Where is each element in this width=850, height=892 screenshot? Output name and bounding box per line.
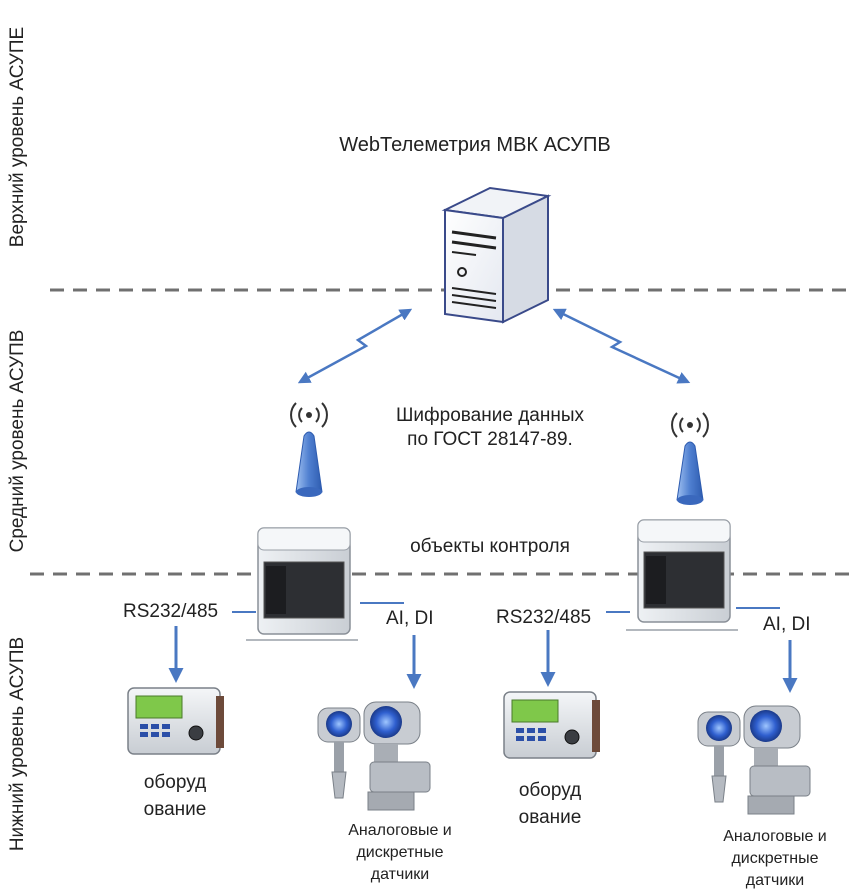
left-link-arrow: [297, 308, 413, 384]
left-equipment-label: оборуд ование: [120, 769, 230, 823]
left-antenna-icon: [290, 402, 328, 497]
encryption-note-line1: Шифрование данных: [396, 405, 584, 426]
left-signal-label: AI, DI: [386, 608, 434, 629]
right-link-arrow: [552, 308, 691, 384]
right-sensors-label-line3: датчики: [745, 872, 805, 889]
right-equipment-label-line1: оборуд: [518, 780, 582, 801]
left-sensors-label-line3: датчики: [370, 866, 430, 883]
right-equipment-label: оборуд ование: [495, 777, 605, 831]
right-sensors-label: Аналоговые и дискретные датчики: [700, 826, 850, 892]
right-sensors-icon: [697, 705, 811, 815]
server-title: WebТелеметрия МВК АСУПВ: [339, 134, 611, 156]
objects-label: объекты контроля: [410, 536, 570, 557]
right-sensors-label-line1: Аналоговые и: [723, 828, 827, 845]
right-equipment-label-line2: ование: [518, 807, 582, 828]
left-control-cabinet-icon: [246, 527, 358, 641]
left-sensors-label: Аналоговые и дискретные датчики: [325, 820, 475, 886]
left-sensors-icon: [317, 701, 431, 811]
left-equipment-label-line1: оборуд: [143, 772, 207, 793]
left-sensors-label-line2: дискретные: [356, 844, 444, 861]
right-sensors-label-line2: дискретные: [731, 850, 819, 867]
level-label-bottom: Нижний уровень АСУПВ: [7, 636, 28, 852]
level-label-middle: Средний уровень АСУПВ: [7, 329, 28, 553]
right-interface-label: RS232/485: [496, 607, 592, 628]
right-equipment-device-icon: [503, 691, 600, 759]
right-control-cabinet-icon: [626, 519, 738, 631]
level-label-top: Верхний уровень АСУПЕ: [7, 26, 28, 248]
encryption-note-line2: по ГОСТ 28147-89.: [407, 429, 573, 450]
left-sensors-label-line1: Аналоговые и: [348, 822, 452, 839]
encryption-note: Шифрование данных по ГОСТ 28147-89.: [370, 404, 610, 452]
right-antenna-icon: [671, 412, 709, 505]
right-signal-label: AI, DI: [763, 614, 811, 635]
server-icon: [441, 186, 552, 324]
left-interface-label: RS232/485: [123, 601, 219, 622]
left-equipment-device-icon: [127, 687, 224, 755]
left-equipment-label-line2: ование: [143, 799, 207, 820]
